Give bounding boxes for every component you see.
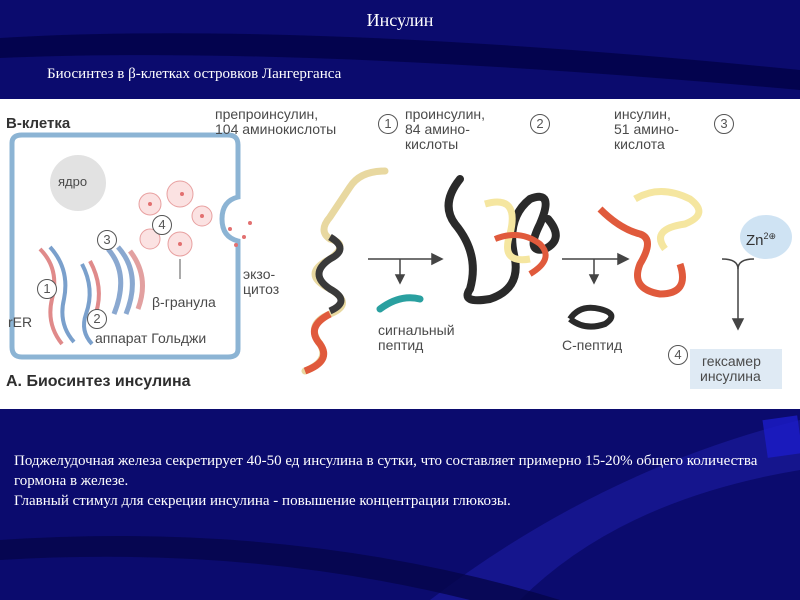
insulin-chain-a bbox=[633, 188, 703, 252]
slide-title: Инсулин bbox=[366, 10, 434, 30]
step-number-1-cell: 1 bbox=[37, 279, 57, 299]
hexamer-label-2: инсулина bbox=[700, 368, 761, 384]
figure-caption: A. Биосинтез инсулина bbox=[6, 373, 191, 390]
step-number-1: 1 bbox=[378, 114, 398, 134]
preproinsulin-label-2: 104 аминокислоты bbox=[215, 121, 337, 137]
nucleus bbox=[50, 155, 106, 211]
slide-subtitle: Биосинтез в β-клетках островков Лангерга… bbox=[47, 66, 342, 82]
golgi-apparatus bbox=[106, 245, 145, 315]
c-peptide bbox=[567, 304, 615, 330]
preproinsulin-label-1: препроинсулин, bbox=[215, 106, 319, 122]
hexamer-box bbox=[690, 349, 782, 389]
step-number-3-cell: 3 bbox=[97, 230, 117, 250]
proinsulin-label-3: кислоты bbox=[405, 136, 459, 152]
step-number-2-cell: 2 bbox=[87, 309, 107, 329]
golgi-label: аппарат Гольджи bbox=[95, 330, 207, 346]
cell-membrane bbox=[9, 132, 241, 360]
signal-peptide-label-2: пептид bbox=[378, 337, 424, 353]
rough-er bbox=[38, 245, 101, 346]
zinc-ion bbox=[740, 215, 792, 259]
proinsulin-label-2: 84 амино- bbox=[405, 121, 470, 137]
step-number-4: 4 bbox=[668, 345, 688, 365]
figure-drawing bbox=[9, 132, 792, 389]
c-peptide-label: C-пептид bbox=[562, 337, 623, 353]
insulin-label-2: 51 амино- bbox=[614, 121, 679, 137]
hexamer-label-1: гексамер bbox=[702, 353, 761, 369]
zinc-label: Zn2⊕ bbox=[746, 231, 777, 249]
rer-label: rER bbox=[8, 314, 33, 330]
granule-label: β-гранула bbox=[152, 294, 216, 310]
body-text: Поджелудочная железа секретирует 40-50 е… bbox=[14, 451, 784, 511]
body-paragraph-2: Главный стимул для секреции инсулина - п… bbox=[14, 493, 511, 509]
step-number-4-cell: 4 bbox=[152, 215, 172, 235]
insulin-label-3: кислота bbox=[614, 136, 665, 152]
step-number-2: 2 bbox=[530, 114, 550, 134]
insulin-label-1: инсулин, bbox=[614, 106, 671, 122]
nucleus-label: ядро bbox=[58, 174, 88, 189]
signal-peptide-label-1: сигнальный bbox=[378, 322, 455, 338]
exocytosis-label-2: цитоз bbox=[243, 281, 280, 297]
body-paragraph-1: Поджелудочная железа секретирует 40-50 е… bbox=[14, 453, 758, 489]
step-number-3: 3 bbox=[714, 114, 734, 134]
cell-label: B-клетка bbox=[6, 115, 71, 132]
process-arrows bbox=[368, 252, 755, 331]
insulin-chain-b bbox=[597, 206, 686, 298]
signal-peptide bbox=[376, 294, 424, 313]
insulin-biosynthesis-figure: B-клетка ядро экзо- цитоз β-гранула rER … bbox=[0, 99, 800, 409]
exocytosis-label-1: экзо- bbox=[243, 266, 276, 282]
proinsulin-label-1: проинсулин, bbox=[405, 106, 486, 122]
